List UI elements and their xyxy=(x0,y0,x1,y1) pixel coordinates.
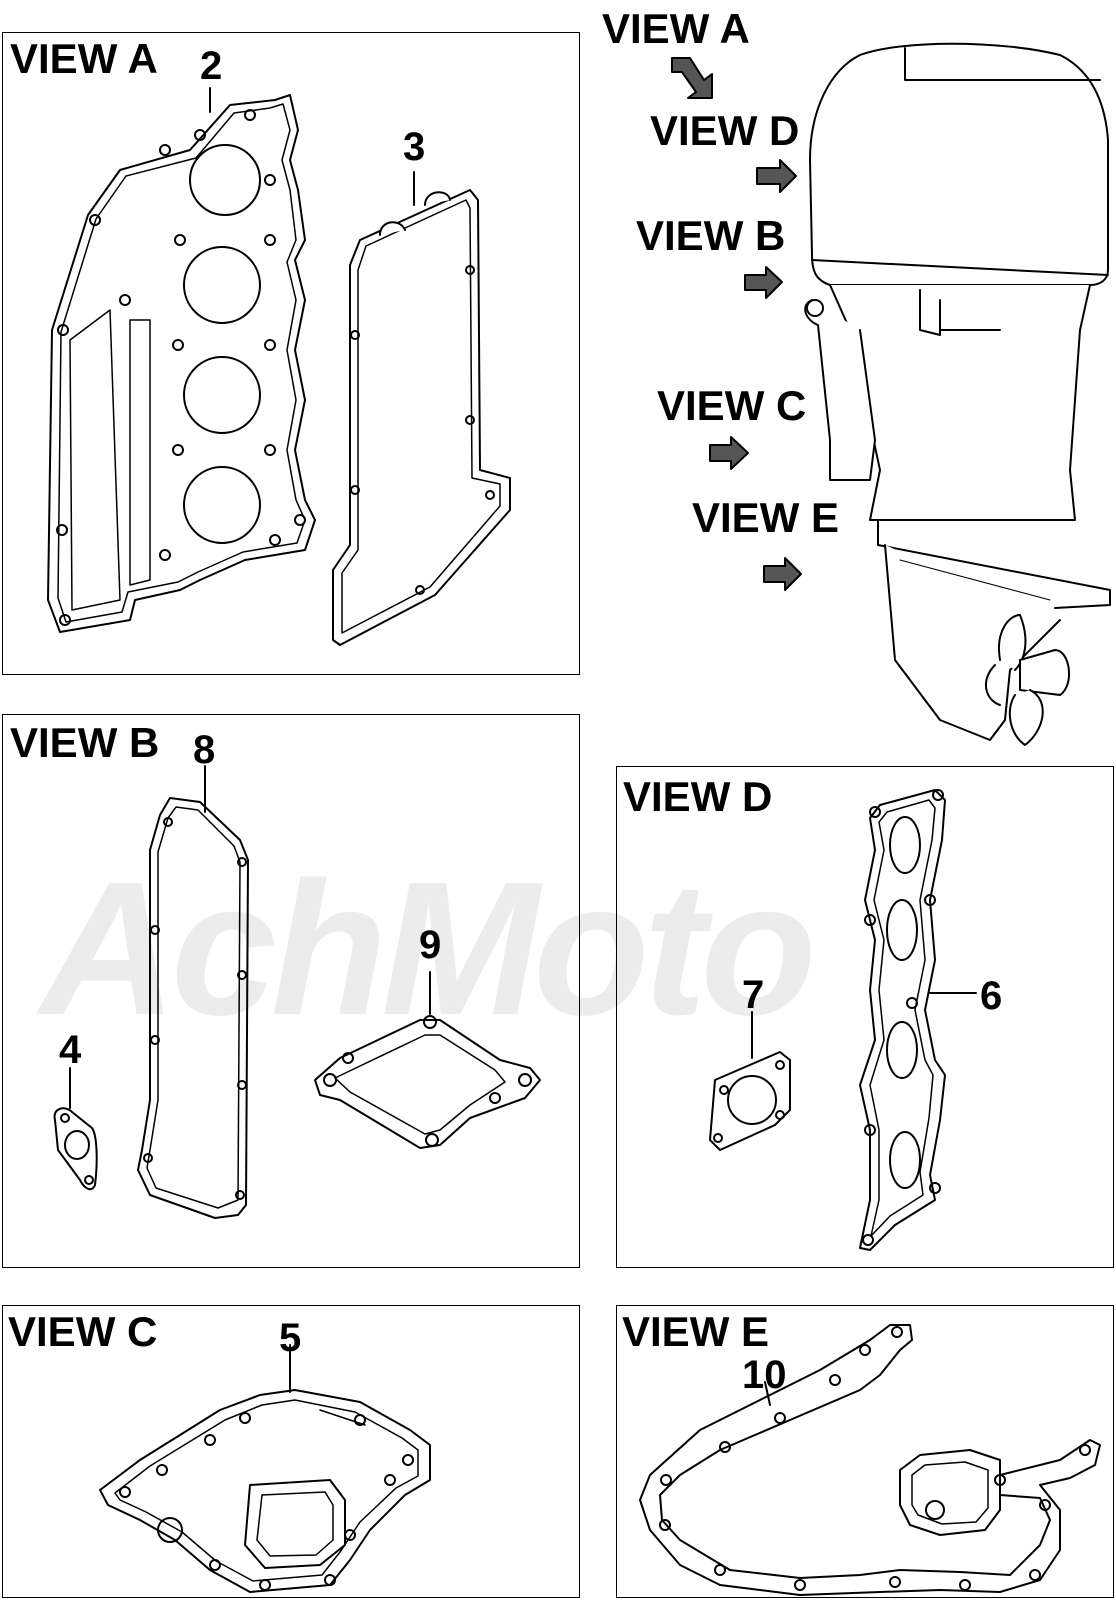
leader-line xyxy=(764,1381,771,1406)
gasket-icon xyxy=(859,789,946,1251)
panel-view-d xyxy=(616,766,1114,1268)
gasket-icon xyxy=(332,189,511,646)
panel-view-e xyxy=(616,1305,1114,1598)
gasket-icon xyxy=(314,1015,541,1149)
part-number-3: 3 xyxy=(403,125,426,169)
part-number-4: 4 xyxy=(59,1028,82,1072)
overview-label-view-b: VIEW B xyxy=(636,212,786,259)
part-number-9: 9 xyxy=(419,923,442,967)
panel-title-view-b: VIEW B xyxy=(10,719,160,766)
part-number-8: 8 xyxy=(193,728,216,772)
panel-title-view-d: VIEW D xyxy=(623,773,773,820)
gasket-icon xyxy=(99,1389,431,1593)
overview-label-view-d: VIEW D xyxy=(650,107,800,154)
panel-view-c xyxy=(2,1305,580,1598)
gasket-icon xyxy=(53,1107,98,1191)
overview-label-view-a: VIEW A xyxy=(602,5,750,52)
overview-label-view-c: VIEW C xyxy=(657,382,807,429)
panel-view-a xyxy=(2,32,580,675)
outboard-motor-icon xyxy=(804,42,1111,746)
panel-view-b xyxy=(2,714,580,1268)
part-number-2: 2 xyxy=(200,44,223,88)
gasket-icon xyxy=(709,1051,791,1151)
overview-label-view-e: VIEW E xyxy=(692,494,840,541)
panel-title-view-e: VIEW E xyxy=(622,1308,770,1355)
panel-title-view-a: VIEW A xyxy=(10,35,158,82)
part-number-7: 7 xyxy=(742,973,765,1017)
panel-title-view-c: VIEW C xyxy=(8,1308,158,1355)
view-arrow-icon xyxy=(671,57,802,591)
gasket-icon xyxy=(137,797,249,1219)
part-number-6: 6 xyxy=(980,974,1003,1018)
gasket-icon xyxy=(47,94,316,633)
gasket-icon xyxy=(639,1324,1101,1596)
part-number-5: 5 xyxy=(279,1316,302,1360)
part-number-10: 10 xyxy=(742,1353,787,1397)
